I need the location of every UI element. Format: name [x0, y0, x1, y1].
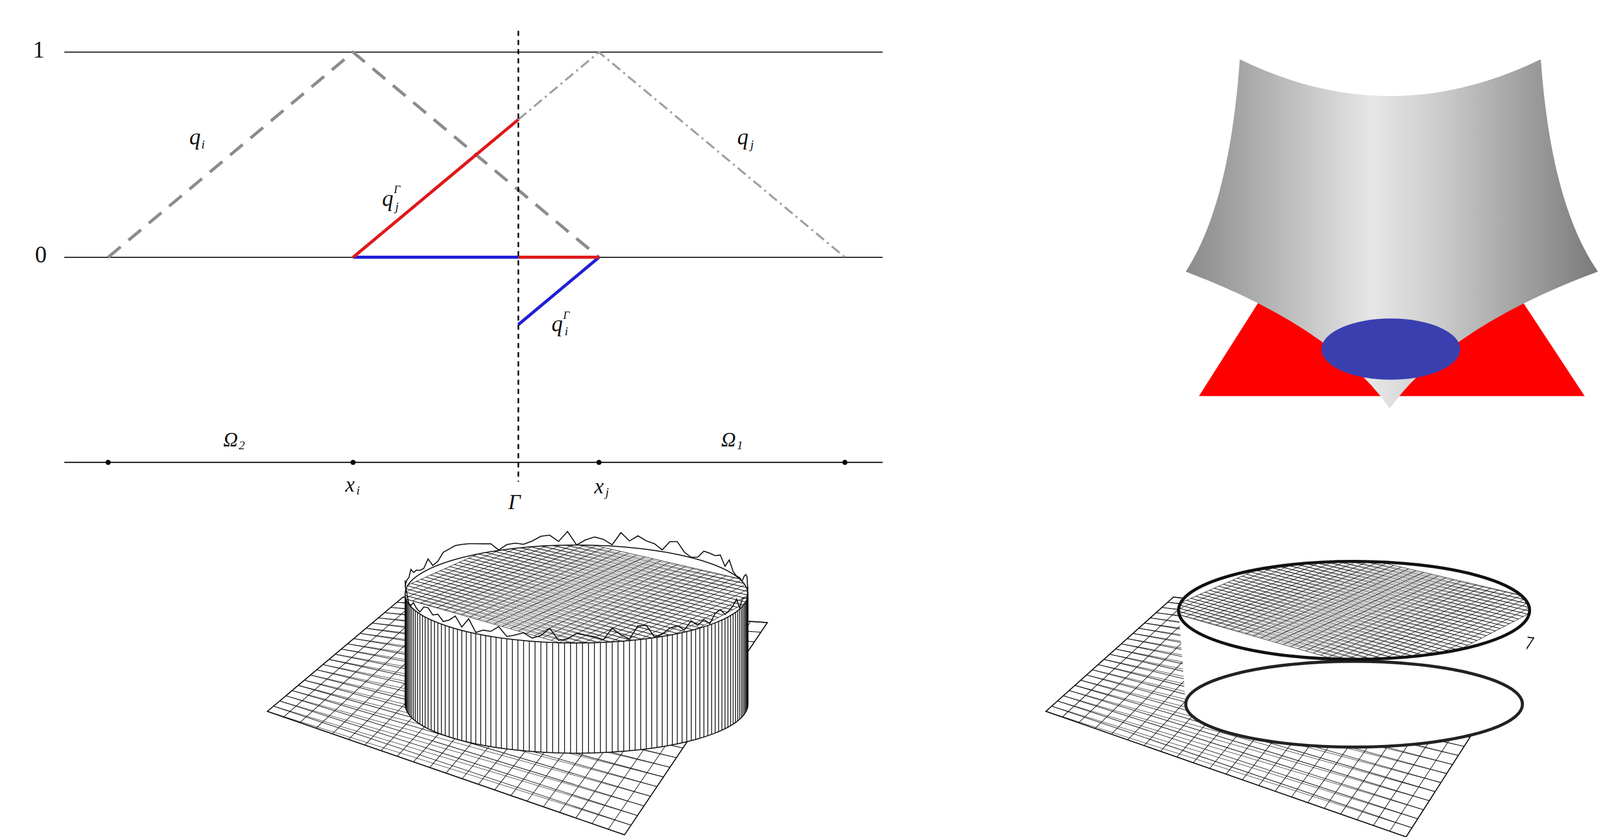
axis-label: i: [564, 325, 568, 339]
axis-label: x: [594, 475, 604, 498]
basis-plot: [64, 30, 883, 482]
axis-label: q: [189, 126, 201, 149]
axis-label: Ω: [721, 429, 736, 450]
axis-label: i: [356, 484, 361, 498]
axis-label: Ω: [223, 429, 239, 450]
axis-label: j: [750, 138, 755, 152]
obstacle-surface: [1185, 59, 1598, 409]
axis-label: q: [382, 187, 394, 211]
axis-label: Γ: [563, 309, 570, 322]
axis-label: i: [201, 138, 205, 152]
axis-label: q: [551, 313, 563, 336]
axis-label: Γ: [393, 183, 401, 196]
axis-label: j: [395, 200, 399, 214]
axis-label: 1: [32, 38, 45, 63]
axis-label: 2: [238, 439, 245, 453]
axis-label: Γ: [507, 491, 521, 514]
axis-label: q: [737, 126, 749, 149]
axis-label: 0: [34, 243, 47, 267]
axis-label: x: [345, 474, 355, 496]
axis-label: j: [605, 486, 609, 499]
mesh-plots: [267, 530, 1552, 837]
axis-label: 1: [736, 439, 743, 453]
